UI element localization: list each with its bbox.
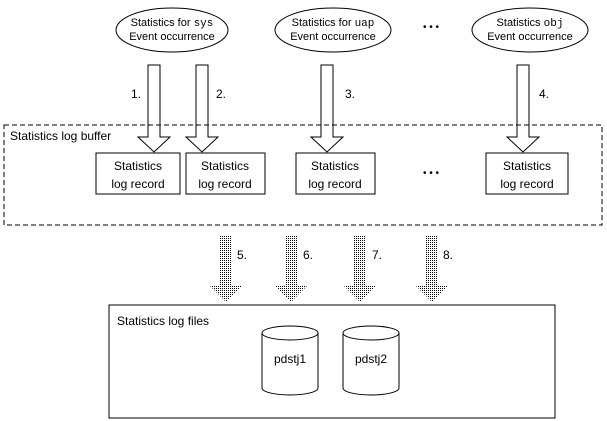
log-record-2: Statistics log record <box>185 152 266 195</box>
step-8-label: 8. <box>443 248 453 262</box>
log-buffer-box <box>3 124 603 226</box>
event-label-line2: Event occurrence <box>129 31 215 43</box>
event-code: sys <box>194 18 214 30</box>
arrow-step-5 <box>210 236 242 302</box>
log-files-title: Statistics log files <box>117 314 209 328</box>
event-code: obj <box>544 18 564 30</box>
event-sys: Statistics for sys Event occurrence <box>115 7 229 53</box>
log-record-box <box>485 152 569 195</box>
arrow-step-2 <box>184 64 220 153</box>
svg-text:Statistics for sys: Statistics for sys <box>131 17 214 30</box>
event-ellipse <box>471 7 589 53</box>
log-record-line2: log record <box>198 177 251 191</box>
event-label-line2: Event occurrence <box>487 31 573 43</box>
step-7-label: 7. <box>372 248 382 262</box>
file-name: pdstj2 <box>355 352 387 366</box>
svg-text:Statistics obj: Statistics obj <box>497 17 564 30</box>
output-arrows <box>210 236 448 302</box>
step-2-label: 2. <box>216 87 226 101</box>
log-record-box <box>95 152 181 195</box>
file-pdstj2: pdstj2 <box>342 325 400 396</box>
log-record-line1: Statistics <box>201 159 249 173</box>
event-ellipse <box>115 7 229 53</box>
log-record-box <box>295 152 376 195</box>
step-6-label: 6. <box>303 248 313 262</box>
event-code: uap <box>355 18 375 30</box>
log-record-line2: log record <box>111 177 164 191</box>
file-name: pdstj1 <box>274 352 306 366</box>
arrow-step-1 <box>136 64 172 153</box>
event-label-prefix: Statistics <box>497 17 544 29</box>
event-label-line2: Event occurrence <box>290 31 376 43</box>
log-record-3: Statistics log record <box>295 152 376 195</box>
log-record-box <box>185 152 266 195</box>
step-3-label: 3. <box>345 87 355 101</box>
log-files-box <box>108 304 556 419</box>
step-1-label: 1. <box>131 87 141 101</box>
event-ellipse <box>274 7 392 53</box>
buffer-ellipsis: • • • <box>423 168 440 179</box>
arrow-step-7 <box>344 236 376 302</box>
step-5-label: 5. <box>237 248 247 262</box>
log-buffer-title: Statistics log buffer <box>10 129 111 143</box>
step-4-label: 4. <box>539 87 549 101</box>
event-label-prefix: Statistics for <box>292 17 355 29</box>
log-record-line1: Statistics <box>503 159 551 173</box>
database-cylinder-top <box>342 325 400 341</box>
log-record-line2: log record <box>500 177 553 191</box>
log-record-1: Statistics log record <box>95 152 181 195</box>
database-cylinder-icon <box>261 333 319 396</box>
arrow-step-8 <box>416 236 448 302</box>
database-cylinder-icon <box>342 333 400 396</box>
log-record-4: Statistics log record <box>485 152 569 195</box>
event-obj: Statistics obj Event occurrence <box>471 7 589 53</box>
arrow-step-6 <box>275 236 307 302</box>
svg-text:Statistics for uap: Statistics for uap <box>292 17 375 30</box>
arrow-step-4 <box>505 64 541 153</box>
event-label-prefix: Statistics for <box>131 17 194 29</box>
log-record-line1: Statistics <box>311 159 359 173</box>
log-record-line1: Statistics <box>114 159 162 173</box>
arrow-step-3 <box>309 64 345 153</box>
file-pdstj1: pdstj1 <box>261 325 319 396</box>
log-record-line2: log record <box>308 177 361 191</box>
database-cylinder-top <box>261 325 319 341</box>
top-ellipsis: • • • <box>423 22 440 33</box>
write-arrows <box>136 64 541 153</box>
event-uap: Statistics for uap Event occurrence <box>274 7 392 53</box>
